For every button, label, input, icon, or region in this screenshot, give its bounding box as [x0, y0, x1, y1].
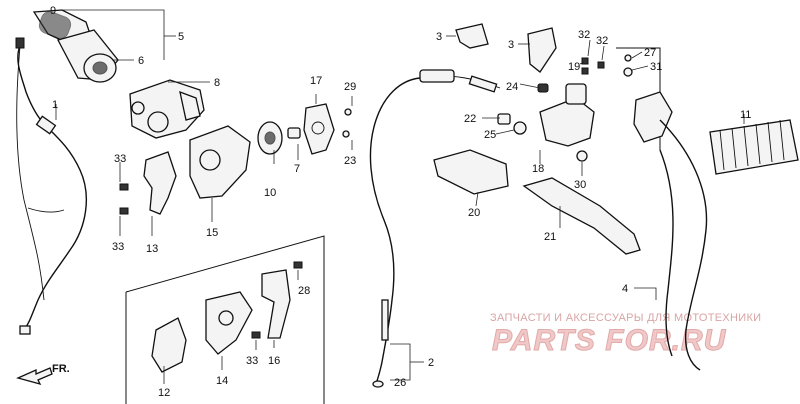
callout-2: 2	[428, 357, 434, 369]
callouts: 1 2 3 3 4 5 6 7 8 9 10 11 12 13 14 15 16…	[50, 5, 751, 399]
throttle-cable	[15, 37, 87, 335]
callout-33c: 33	[246, 355, 258, 367]
throttle-holder-upper	[143, 151, 177, 215]
holder-12	[151, 317, 187, 373]
callout-14: 14	[216, 375, 228, 387]
callout-16: 16	[268, 355, 280, 367]
callout-22: 22	[464, 113, 476, 125]
callout-13: 13	[146, 243, 158, 255]
callout-21: 21	[544, 231, 556, 243]
callout-10: 10	[264, 187, 276, 199]
throttle-housing	[129, 79, 205, 139]
watermark-caption: ЗАПЧАСТИ И АКСЕССУАРЫ ДЛЯ МОТОТЕХНИКИ	[490, 312, 761, 324]
callout-28: 28	[298, 285, 310, 297]
callout-27: 27	[644, 47, 656, 59]
callout-3a: 3	[436, 31, 442, 43]
callout-3b: 3	[508, 39, 514, 51]
watermark-brand: PARTS FOR.RU	[492, 324, 727, 357]
clamp-3a	[455, 23, 489, 49]
callout-25: 25	[484, 129, 496, 141]
callout-9: 9	[50, 5, 56, 17]
clutch-cable	[369, 69, 501, 388]
callout-5: 5	[178, 31, 184, 43]
throttle-grip	[32, 9, 119, 83]
throttle-cover	[303, 103, 335, 155]
callout-24: 24	[506, 81, 518, 93]
callout-6: 6	[138, 55, 144, 67]
callout-29: 29	[344, 81, 356, 93]
callout-17: 17	[310, 75, 322, 87]
clutch-perch-18	[539, 97, 595, 147]
callout-26: 26	[394, 377, 406, 389]
callout-32a: 32	[578, 29, 590, 41]
callout-1: 1	[52, 99, 58, 111]
leader-lines	[55, 9, 745, 384]
callout-33a: 33	[114, 153, 126, 165]
front-direction-label: FR.	[52, 363, 70, 375]
handlebar-grip-11	[709, 119, 799, 175]
screws-29-23	[119, 108, 352, 215]
callout-12: 12	[158, 387, 170, 399]
front-direction-arrow: FR.	[16, 363, 70, 386]
callout-4: 4	[622, 283, 628, 295]
bracket-16	[261, 269, 291, 339]
callout-19: 19	[568, 61, 580, 73]
callout-15: 15	[206, 227, 218, 239]
callout-33b: 33	[112, 241, 124, 253]
callout-31: 31	[650, 61, 662, 73]
callout-8: 8	[214, 77, 220, 89]
clutch-lever-21	[522, 177, 641, 255]
callout-32b: 32	[596, 35, 608, 47]
hand-grip-20	[433, 149, 509, 195]
callout-18: 18	[532, 163, 544, 175]
switch-housing	[633, 91, 673, 143]
watermark: ЗАПЧАСТИ И АКСЕССУАРЫ ДЛЯ МОТОТЕХНИКИ PA…	[490, 312, 761, 358]
callout-7: 7	[294, 163, 300, 175]
callout-23: 23	[344, 155, 356, 167]
clamp-3b	[527, 27, 557, 73]
frame-right	[125, 235, 325, 404]
callout-20: 20	[468, 207, 480, 219]
callout-30: 30	[574, 179, 586, 191]
callout-11: 11	[740, 109, 751, 121]
